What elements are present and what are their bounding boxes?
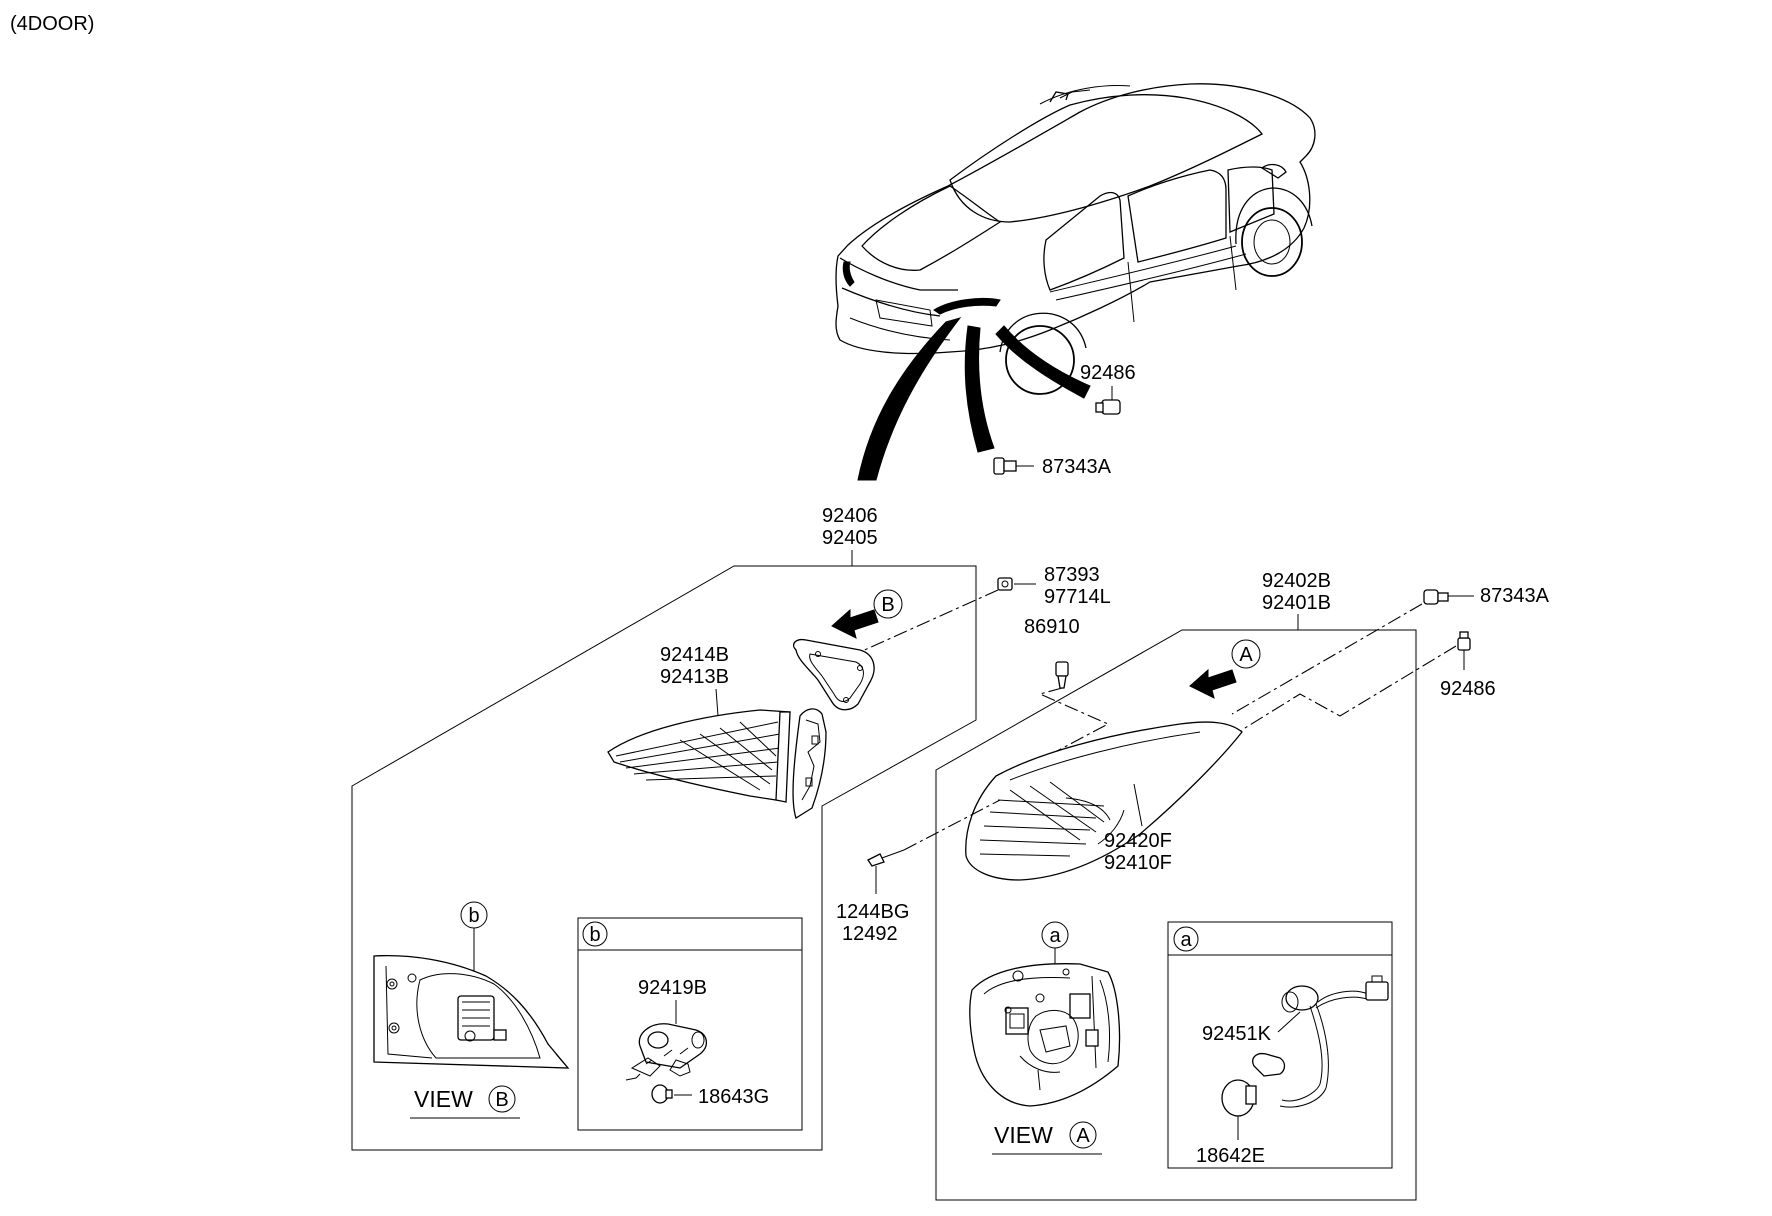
socket-b-part [625, 1023, 707, 1104]
label-12492: 12492 [842, 923, 898, 945]
inner-lamp-part [607, 709, 791, 803]
label-18642E: 18642E [1196, 1145, 1265, 1167]
label-92486-top: 92486 [1080, 362, 1136, 384]
detail-b-marker-view-letter: b [468, 905, 479, 927]
label-92401B: 92401B [1262, 592, 1331, 614]
left-group-frame [351, 565, 977, 1151]
variant-label: (4DOOR) [10, 13, 94, 35]
car-illustration [835, 83, 1316, 395]
bolt-icon-right [1457, 631, 1471, 651]
screw-icon-left [867, 849, 905, 867]
label-92413B: 92413B [660, 666, 729, 688]
view-a-marker-letter: A [1239, 644, 1253, 666]
clip-icon [1055, 661, 1069, 689]
leader-arrows [857, 317, 1091, 481]
view-b-marker-letter: B [881, 594, 894, 616]
label-18643G: 18643G [698, 1086, 769, 1108]
view-b-marker [873, 589, 903, 619]
label-92486-right: 92486 [1440, 678, 1496, 700]
view-a-word: VIEW [994, 1122, 1053, 1148]
inner-lamp-back-view [373, 955, 570, 1069]
label-86910: 86910 [1024, 616, 1080, 638]
view-b-arrow [831, 608, 879, 639]
bulb-a-part [1221, 1079, 1257, 1117]
detail-box-a-marker [1173, 926, 1199, 952]
detail-box-b-marker [582, 921, 608, 947]
gasket-part [792, 638, 875, 711]
right-group-frame [935, 629, 1417, 1201]
outer-lamp-part [965, 721, 1243, 881]
label-92451K: 92451K [1202, 1023, 1272, 1045]
view-a-marker [1231, 639, 1261, 669]
detail-box-b-marker-letter: b [589, 924, 600, 946]
label-92405: 92405 [822, 527, 878, 549]
screw-icon-top [993, 457, 1034, 475]
socket-a-harness-part [1252, 975, 1389, 1108]
label-87343A-top: 87343A [1042, 456, 1112, 478]
bolt-icon-top [1095, 386, 1121, 415]
label-87393: 87393 [1044, 564, 1100, 586]
view-b-word: VIEW [414, 1086, 473, 1112]
detail-a-marker-view-letter: a [1049, 925, 1061, 947]
inner-housing-part [792, 708, 827, 819]
label-97714L: 97714L [1044, 586, 1111, 608]
label-92420F: 92420F [1104, 830, 1172, 852]
label-92414B: 92414B [660, 644, 729, 666]
view-b-circle [488, 1085, 516, 1113]
detail-box-a [1167, 921, 1393, 1169]
label-92419B: 92419B [638, 977, 707, 999]
label-1244BG: 1244BG [836, 901, 909, 923]
label-92406: 92406 [822, 505, 878, 527]
detail-box-b [577, 917, 803, 1131]
view-a-arrow [1189, 668, 1237, 699]
screw-icon-right [1423, 589, 1449, 605]
nut-icon [997, 577, 1013, 591]
view-a-letter: A [1076, 1125, 1090, 1147]
label-87343A-right: 87343A [1480, 585, 1550, 607]
label-92410F: 92410F [1104, 852, 1172, 874]
outer-lamp-back-view [969, 963, 1121, 1107]
detail-box-a-marker-letter: a [1180, 929, 1192, 951]
view-b-letter: B [495, 1089, 508, 1111]
view-a-circle [1069, 1121, 1097, 1149]
label-92402B: 92402B [1262, 570, 1331, 592]
